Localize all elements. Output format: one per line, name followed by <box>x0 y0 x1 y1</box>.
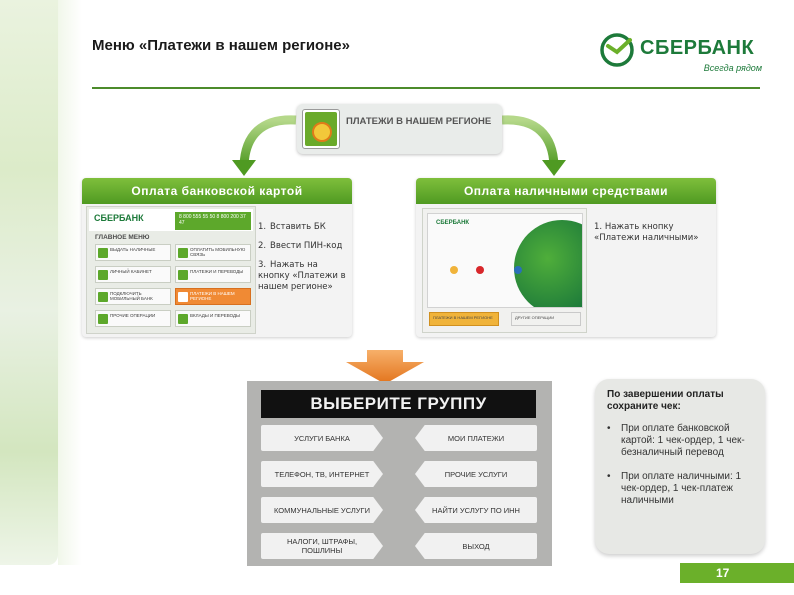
card-step: 1.Вставить БК <box>258 222 326 232</box>
atm-logo: СБЕРБАНК <box>94 213 144 223</box>
operator-logo-icon <box>514 266 522 274</box>
arrow-to-cash-panel <box>501 115 559 167</box>
payments-region-icon <box>302 109 340 149</box>
receipt-note-item: При оплате наличными: 1 чек-ордер, 1 чек… <box>605 471 761 507</box>
atm-button-cash-payments[interactable]: ПЛАТЕЖИ В НАШЕМ РЕГИОНЕ <box>429 312 499 326</box>
card-payment-panel: Оплата банковской картой СБЕРБАНК 8 800 … <box>82 178 352 337</box>
atm-menu-title: ГЛАВНОЕ МЕНЮ <box>95 234 150 241</box>
menu-item-label: ПЛАТЕЖИ В НАШЕМ РЕГИОНЕ <box>346 116 492 127</box>
receipt-note-item: При оплате банковской картой: 1 чек-орде… <box>605 423 761 459</box>
page-title: Меню «Платежи в нашем регионе» <box>92 37 350 54</box>
page-number: 17 <box>680 563 794 583</box>
atm-logo: СБЕРБАНК <box>436 220 470 226</box>
arrow-head-right <box>542 160 566 176</box>
group-button-phone-tv-internet[interactable]: ТЕЛЕФОН, ТВ, ИНТЕРНЕТ <box>261 461 383 487</box>
card-steps-list: 1.Вставить БК 2.Ввести ПИН-код 3.Нажать … <box>258 222 350 301</box>
group-button-utilities[interactable]: КОММУНАЛЬНЫЕ УСЛУГИ <box>261 497 383 523</box>
left-decoration <box>0 0 82 565</box>
select-group-screen: ВЫБЕРИТЕ ГРУППУ УСЛУГИ БАНКА ТЕЛЕФОН, ТВ… <box>247 381 552 566</box>
down-arrow-icon <box>346 350 424 384</box>
sberbank-logo: СБЕРБАНК Всегда рядом <box>600 33 766 77</box>
atm-button[interactable]: ВЫДАТЬ НАЛИЧНЫЕ <box>95 244 171 261</box>
logo-name: СБЕРБАНК <box>640 37 755 59</box>
atm-button[interactable]: ДРУГИЕ ОПЕРАЦИИ <box>511 312 581 326</box>
payments-region-menu-item[interactable]: ПЛАТЕЖИ В НАШЕМ РЕГИОНЕ <box>297 104 502 154</box>
group-button-find-by-inn[interactable]: НАЙТИ УСЛУГУ ПО ИНН <box>415 497 537 523</box>
group-button-my-payments[interactable]: МОИ ПЛАТЕЖИ <box>415 425 537 451</box>
logo-slogan: Всегда рядом <box>703 63 762 73</box>
atm-button-payments-region[interactable]: ПЛАТЕЖИ В НАШЕМ РЕГИОНЕ <box>175 288 251 305</box>
card-step: 3.Нажать на кнопку «Платежи в нашем реги… <box>258 260 346 292</box>
receipt-note-title: По завершении оплаты сохраните чек: <box>607 389 724 412</box>
receipt-note-list: При оплате банковской картой: 1 чек-орде… <box>605 423 761 519</box>
atm-button[interactable]: ЛИЧНЫЙ КАБИНЕТ <box>95 266 171 283</box>
cash-steps-list: 1. Нажать кнопку «Платежи наличными» <box>594 222 712 244</box>
atm-button[interactable]: ПЛАТЕЖИ И ПЕРЕВОДЫ <box>175 266 251 283</box>
arrow-head-left <box>232 160 256 176</box>
atm-phone-banner: 8 800 555 55 50 8 800 200 37 47 <box>175 212 251 230</box>
group-button-exit[interactable]: ВЫХОД <box>415 533 537 559</box>
sberbank-logo-icon <box>600 33 634 67</box>
arrow-to-card-panel <box>239 115 297 167</box>
atm-button[interactable]: ПОДКЛЮЧИТЬ МОБИЛЬНЫЙ БАНК <box>95 288 171 305</box>
cash-step: 1. Нажать кнопку «Платежи наличными» <box>594 222 699 243</box>
atm-button[interactable]: ВКЛАДЫ И ПЕРЕВОДЫ <box>175 310 251 327</box>
atm-button[interactable]: ПРОЧИЕ ОПЕРАЦИИ <box>95 310 171 327</box>
operator-logo-icon <box>476 266 484 274</box>
atm-main-menu-screen: СБЕРБАНК 8 800 555 55 50 8 800 200 37 47… <box>86 206 256 334</box>
group-button-taxes-fines[interactable]: НАЛОГИ, ШТРАФЫ, ПОШЛИНЫ <box>261 533 383 559</box>
card-step: 2.Ввести ПИН-код <box>258 241 343 251</box>
cash-payment-panel: Оплата наличными средствами СБЕРБАНК ПЛА… <box>416 178 716 337</box>
atm-button[interactable]: ОПЛАТИТЬ МОБИЛЬНУЮ СВЯЗЬ <box>175 244 251 261</box>
receipt-note: По завершении оплаты сохраните чек: При … <box>595 379 765 554</box>
group-button-bank-services[interactable]: УСЛУГИ БАНКА <box>261 425 383 451</box>
title-divider <box>92 87 760 89</box>
select-group-title: ВЫБЕРИТЕ ГРУППУ <box>261 390 536 418</box>
operator-logo-icon <box>450 266 458 274</box>
atm-cash-screen: СБЕРБАНК ПЛАТЕЖИ В НАШЕМ РЕГИОНЕ ДРУГИЕ … <box>422 208 587 333</box>
card-payment-title: Оплата банковской картой <box>82 178 352 204</box>
atm-green-circle <box>514 220 582 307</box>
group-button-other-services[interactable]: ПРОЧИЕ УСЛУГИ <box>415 461 537 487</box>
cash-payment-title: Оплата наличными средствами <box>416 178 716 204</box>
